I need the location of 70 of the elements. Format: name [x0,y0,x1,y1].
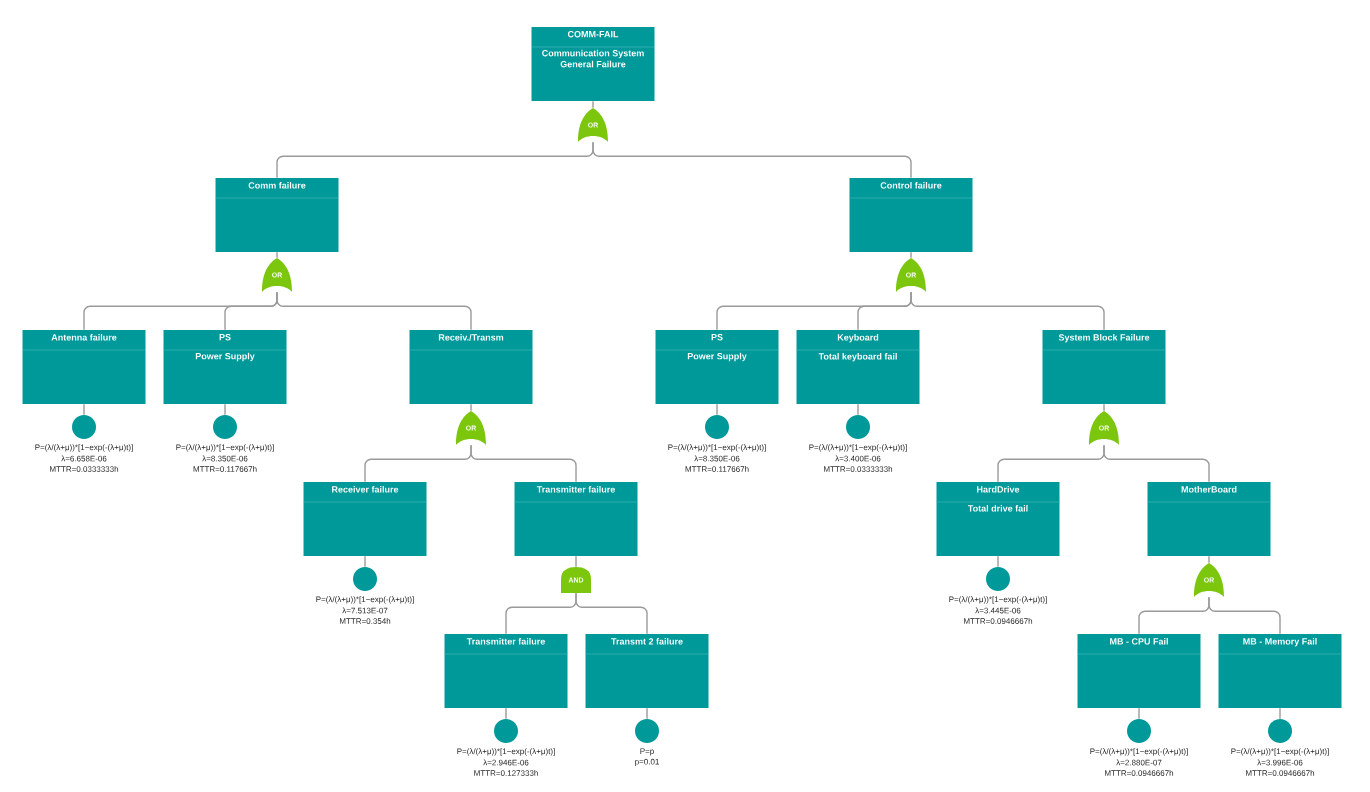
event-box: MB - CPU Fail [1077,634,1201,708]
parameter-text: λ=2.946E-06 [483,759,529,766]
connector-line [276,251,278,259]
connector-line [910,291,1105,331]
parameter-text: λ=8.350E-06 [694,455,740,462]
parameter-text: MTTR=0.117667h [685,466,749,472]
connector-line [592,141,912,179]
parameter-text: P=(λ/(λ+μ))*[1−exp(-(λ+μ)t)] [949,596,1047,604]
connector-line [646,707,648,720]
event-box: Transmitter failure [444,634,568,708]
parameter-text: MTTR=0.0946667h [1246,770,1315,776]
connector-line [364,555,366,568]
parameter-text: λ=6.658E-06 [61,455,107,462]
connector-line [592,100,594,109]
connector-line [910,251,912,259]
parameter-text: P=p [640,748,654,756]
parameter-text: P=(λ/(λ+μ))*[1−exp(-(λ+μ)t)] [35,444,133,452]
connector-line [1103,444,1210,483]
connector-line [716,403,718,416]
parameter-text: MTTR=0.354h [340,618,391,624]
parameter-text: MTTR=0.0333333h [824,466,893,472]
event-box: Keyboard Total keyboard fail [796,330,920,404]
parameter-text: λ=8.350E-06 [202,455,248,462]
parameter-text: λ=3.400E-06 [835,455,881,462]
parameter-text: P=(λ/(λ+μ))*[1−exp(-(λ+μ)t)] [809,444,907,452]
event-box: Comm failure [215,178,339,252]
connector-line [857,403,859,416]
parameter-text: p=0.01 [635,758,659,767]
parameter-text: P=(λ/(λ+μ))*[1−exp(-(λ+μ)t)] [457,748,555,756]
parameter-text: P=(λ/(λ+μ))*[1−exp(-(λ+μ)t)] [316,596,414,604]
connector-line [1208,555,1210,564]
event-box: MB - Memory Fail [1218,634,1342,708]
event-box: Antenna failure [22,330,146,404]
parameter-text: MTTR=0.127333h [474,770,538,776]
event-box: PS Power Supply [655,330,779,404]
event-box: PS Power Supply [163,330,287,404]
event-box: MotherBoard [1147,482,1271,556]
event-box: COMM-FAIL Communication System General Failure [531,27,655,101]
event-box: Receiv./Transm [409,330,533,404]
event-box: Transmitter failure [514,482,638,556]
parameter-text: P=(λ/(λ+μ))*[1−exp(-(λ+μ)t)] [668,444,766,452]
connector-line [1279,707,1281,720]
event-box: HardDrive Total drive fail [936,482,1060,556]
event-box: System Block Failure [1042,330,1166,404]
parameter-text: λ=7.513E-07 [342,607,388,614]
parameter-text: MTTR=0.0333333h [50,466,119,472]
event-box: Control failure [849,178,973,252]
connector-line [83,403,85,416]
parameter-text: MTTR=0.117667h [193,466,257,472]
connector-line [1208,596,1281,635]
connector-line [575,555,577,568]
event-box: Receiver failure [303,482,427,556]
connector-line [224,403,226,416]
connector-line [505,707,507,720]
connector-line [575,592,648,635]
connector-line [1103,403,1105,412]
connector-line [1138,707,1140,720]
parameter-text: MTTR=0.0946667h [964,618,1033,624]
connector-line [997,555,999,568]
parameter-text: λ=2.880E-07 [1116,759,1162,766]
connector-line [470,444,577,483]
connector-line [470,403,472,412]
parameter-text: P=(λ/(λ+μ))*[1−exp(-(λ+μ)t)] [176,444,274,452]
parameter-text: MTTR=0.0946667h [1105,770,1174,776]
connector-line [276,291,472,331]
parameter-text: λ=3.996E-06 [1257,759,1303,766]
parameter-text: P=(λ/(λ+μ))*[1−exp(-(λ+μ)t)] [1231,748,1329,756]
event-box: Transmt 2 failure [585,634,709,708]
parameter-text: P=(λ/(λ+μ))*[1−exp(-(λ+μ)t)] [1090,748,1188,756]
parameter-text: λ=3.445E-06 [975,607,1021,614]
